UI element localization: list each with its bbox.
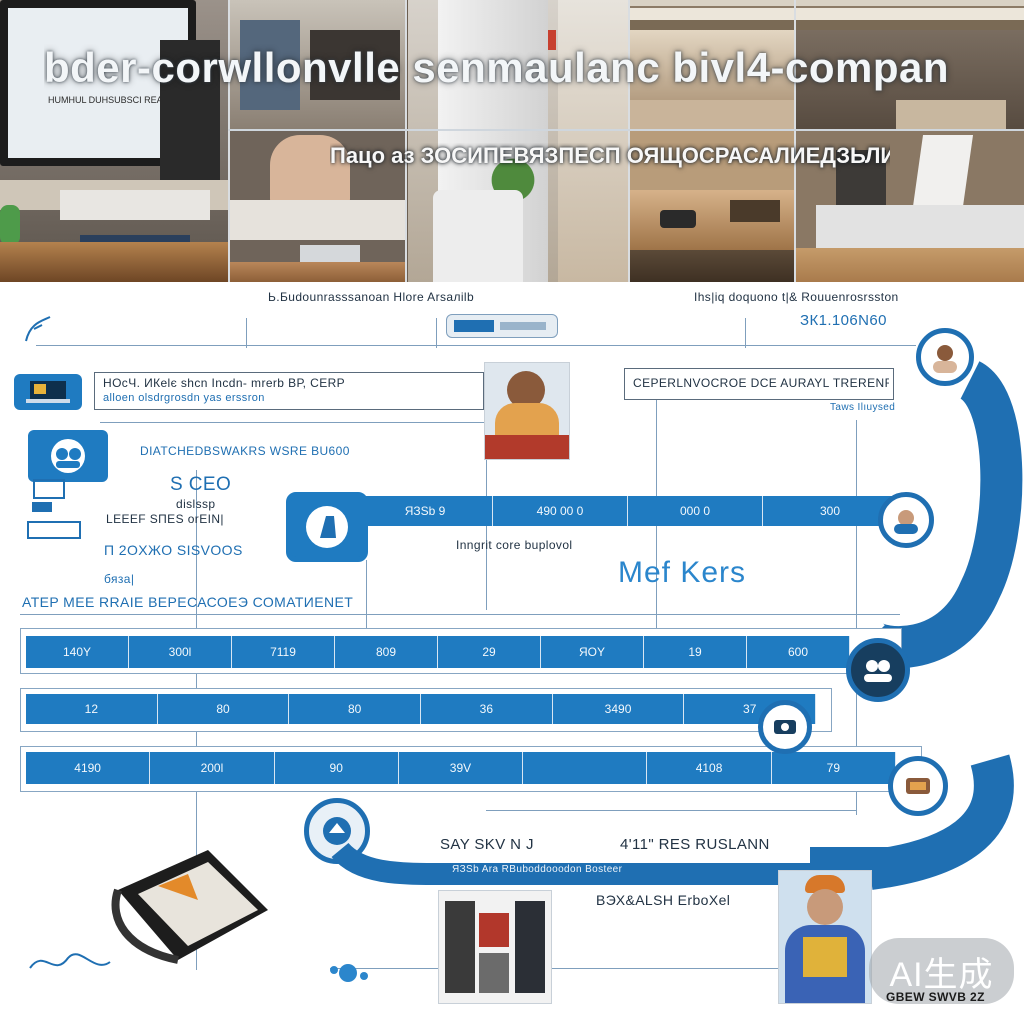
page-subtitle: Пацо аз ЗОСИПЕВЯЗПЕСП ОЯЩОСРАСАЛИЕДЗЬЛИ bbox=[330, 143, 890, 168]
bar-cell: 80 bbox=[289, 694, 422, 724]
equipment-icon bbox=[758, 700, 812, 754]
mid-caption: Inngrit core buplovol bbox=[456, 538, 573, 552]
note-d: бяза| bbox=[104, 572, 135, 586]
bar-cell: 90 bbox=[275, 752, 399, 784]
bar-cell: 000 0 bbox=[628, 496, 763, 526]
shelf-photo-card bbox=[438, 890, 552, 1004]
info-box-line1: НОсЧ. ИКelє shcn Incdn- mrerb ВР, CERP bbox=[103, 376, 346, 390]
connector-line bbox=[436, 318, 437, 348]
top-code: ЗК1.106N60 bbox=[800, 312, 887, 329]
timeline-bar-1: ЯЗSb 9 490 00 0 000 0 300 bbox=[358, 496, 898, 526]
connector-line bbox=[246, 318, 247, 348]
photo-collage bbox=[0, 0, 1024, 282]
bar-cell: 79 bbox=[772, 752, 896, 784]
bar-cell: 29 bbox=[438, 636, 541, 668]
bar-cell: 37 bbox=[684, 694, 817, 724]
device-icon bbox=[446, 314, 558, 338]
connector-line bbox=[856, 420, 857, 815]
bar-cell: 4190 bbox=[26, 752, 151, 784]
worker-photo-card bbox=[778, 870, 872, 1004]
bottom-small: ЯЗSb Ara RBuboddooodon Bosteer bbox=[452, 864, 623, 875]
photo-panel-monitor bbox=[0, 0, 228, 282]
bar-cell: 80 bbox=[158, 694, 290, 724]
connector-line bbox=[486, 810, 856, 811]
profile-icon bbox=[916, 328, 974, 386]
info-box-right-text: CEPERLNVOCROE DCE AURAYL TRERENFU bbox=[633, 376, 889, 390]
bar-cell: 36 bbox=[421, 694, 553, 724]
photo-panel-plant bbox=[408, 0, 628, 282]
note-a: dislssp bbox=[176, 497, 216, 511]
people-icon bbox=[28, 430, 108, 482]
connector-line bbox=[36, 345, 916, 346]
plant-doodle-icon bbox=[20, 315, 56, 345]
connector-line bbox=[366, 560, 367, 630]
bar-cell: 200l bbox=[150, 752, 275, 784]
bar-cell: 12 bbox=[26, 694, 158, 724]
bottom-caption: ВЭХ&ALSH ErboXel bbox=[596, 892, 731, 908]
small-card-icon bbox=[26, 476, 86, 542]
info-box-left: НОсЧ. ИКelє shcn Incdn- mrerb ВР, CERP a… bbox=[94, 372, 484, 410]
photo-grid-line bbox=[228, 129, 1024, 131]
bar-cell: 809 bbox=[335, 636, 438, 668]
ate-heading: ATEP МЕЕ RRAIE ВЕРЕСАСОЕЭ СОМАТИЕNET bbox=[22, 594, 354, 610]
bar-cell: 19 bbox=[644, 636, 747, 668]
ceo-label: S CEO bbox=[170, 474, 232, 495]
note-b: LEEEF SПES orEIN| bbox=[106, 512, 224, 526]
bottom-say: SAY SKV N J bbox=[440, 836, 534, 853]
bar-cell: 39V bbox=[399, 752, 524, 784]
bar-cell: 3490 bbox=[553, 694, 685, 724]
info-box-line2: alloen olsdrgrosdn yas erssron bbox=[103, 392, 265, 404]
bar-cell: 4108 bbox=[647, 752, 772, 784]
laptop-icon bbox=[14, 374, 82, 410]
gear-head-icon bbox=[286, 492, 368, 562]
bar-cell bbox=[523, 752, 648, 784]
photo-panel-shelves bbox=[630, 0, 794, 282]
signature-doodle bbox=[24, 938, 114, 988]
connector-line bbox=[20, 614, 900, 615]
timeline-bar-3: 12 80 80 36 3490 37 bbox=[26, 694, 817, 724]
bottom-res: 4'11" RES RUSLANN bbox=[620, 836, 770, 853]
connector-line bbox=[486, 460, 487, 610]
section-heading: DIATCHEDBSWAKRS WSRE BU600 bbox=[140, 444, 350, 458]
handshake-icon bbox=[878, 492, 934, 548]
bar-cell: ЯОY bbox=[541, 636, 644, 668]
bar-cell: ЯЗSb 9 bbox=[358, 496, 493, 526]
photo-panel-office bbox=[796, 0, 1024, 282]
tools-icon bbox=[888, 756, 948, 816]
bottom-badge: GBEW SWVB 2Z bbox=[886, 990, 985, 1004]
timeline-bar-4: 4190 200l 90 39V 4108 79 bbox=[26, 752, 896, 784]
top-label-left: Ь.Бudounrasssanoan Нlore Arsaлilb bbox=[268, 290, 475, 304]
bar-cell: 140Y bbox=[26, 636, 129, 668]
team-icon bbox=[846, 638, 910, 702]
top-label-right: Ihs|iq doquono t|& Rouuenrosrsston bbox=[694, 290, 899, 304]
info-box-right: CEPERLNVOCROE DCE AURAYL TRERENFU bbox=[624, 368, 894, 400]
photo-panel-worker bbox=[230, 0, 406, 282]
ai-watermark: AI生成 bbox=[869, 938, 1014, 1004]
bar-cell: 490 00 0 bbox=[493, 496, 628, 526]
connector-line bbox=[745, 318, 746, 348]
timeline-bar-2: 140Y 300l 7119 809 29 ЯОY 19 600 bbox=[26, 636, 850, 668]
right-small-label: Taws Ilıuysed bbox=[830, 402, 896, 413]
bottom-bar bbox=[331, 842, 900, 885]
connector-line bbox=[330, 968, 870, 969]
bar-cell: 600 bbox=[747, 636, 850, 668]
monitor-caption: HUMHUL DUHSUBSCI REALBORE bbox=[48, 95, 188, 105]
note-c: П 2ОXЖO SISVOOS bbox=[104, 542, 243, 558]
splash-icon bbox=[326, 958, 372, 988]
laptop-illustration bbox=[108, 830, 278, 970]
connector-line bbox=[100, 422, 490, 423]
bar-cell: 300l bbox=[129, 636, 232, 668]
bar-cell: 7119 bbox=[232, 636, 335, 668]
page-title: bder-corwllonvlle senmaulanc bivl4-compa… bbox=[44, 44, 950, 91]
big-blue-label: Mef Kers bbox=[618, 556, 747, 589]
person-photo-card bbox=[484, 362, 570, 460]
